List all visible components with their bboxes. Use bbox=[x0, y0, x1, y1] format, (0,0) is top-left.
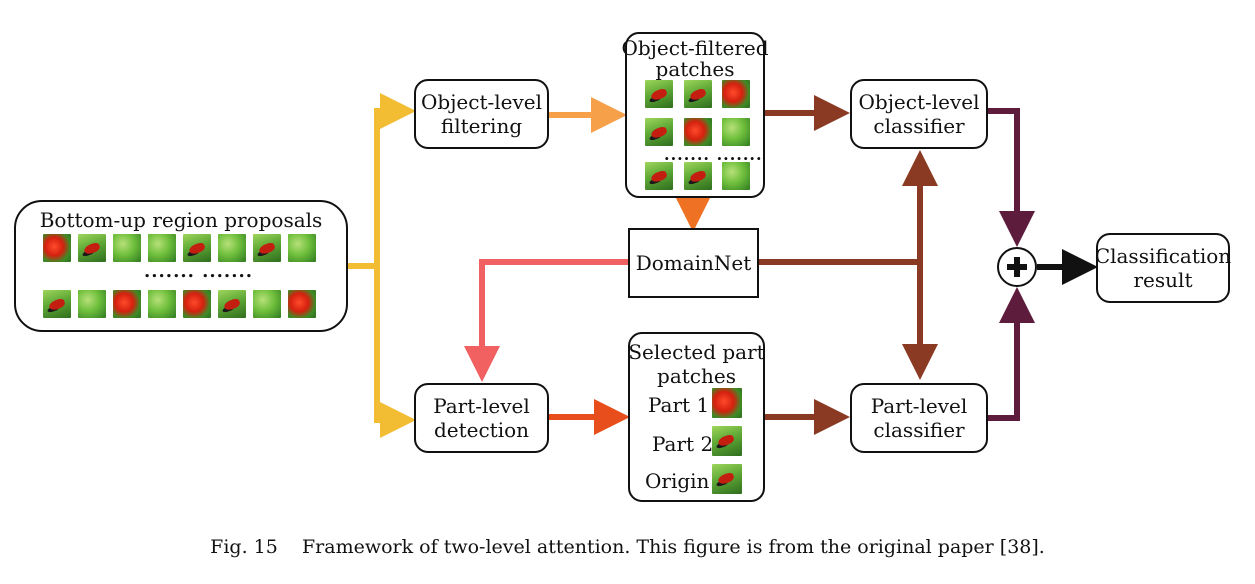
part-patches-label-1: Selected part bbox=[628, 340, 765, 364]
part-detection-box: Part-level detection bbox=[414, 383, 549, 453]
object-patches-label-1: Object-filtered bbox=[621, 36, 769, 60]
part-classifier-box: Part-level classifier bbox=[850, 383, 988, 453]
arrow-partcls-to-plus bbox=[988, 287, 1035, 421]
object-classifier-label-2: classifier bbox=[873, 114, 965, 138]
object-classifier-box: Object-level classifier bbox=[850, 79, 988, 149]
proposal-thumbnail bbox=[183, 234, 211, 262]
patch-thumbnail bbox=[722, 162, 750, 190]
patch-thumbnail bbox=[684, 80, 712, 108]
region-proposals-title: Bottom-up region proposals bbox=[39, 208, 323, 232]
part-row-1-label: Part 1 bbox=[648, 393, 710, 417]
proposal-thumbnail bbox=[148, 290, 176, 318]
patch-thumbnail bbox=[645, 80, 673, 108]
proposal-thumbnail bbox=[148, 234, 176, 262]
patch-thumbnail bbox=[722, 80, 750, 108]
origin-thumbnail bbox=[712, 464, 742, 494]
figure-caption: Fig. 15 Framework of two-level attention… bbox=[210, 536, 1045, 558]
proposal-thumbnail bbox=[218, 290, 246, 318]
proposal-thumbnail bbox=[218, 234, 246, 262]
part-classifier-label-2: classifier bbox=[873, 418, 965, 442]
part-patches-label-2: patches bbox=[657, 364, 736, 388]
proposal-thumbnail bbox=[78, 290, 106, 318]
proposal-thumbnail bbox=[253, 290, 281, 318]
patch-thumbnail bbox=[722, 118, 750, 146]
proposal-thumbnail bbox=[183, 290, 211, 318]
proposal-thumbnail bbox=[113, 234, 141, 262]
patch-thumbnail bbox=[645, 162, 673, 190]
classification-result-label-2: result bbox=[1133, 268, 1193, 292]
object-filtering-label-2: filtering bbox=[440, 114, 523, 138]
proposal-thumbnail bbox=[253, 234, 281, 262]
object-filtering-box: Object-level filtering bbox=[414, 79, 549, 149]
origin-row-label: Origin bbox=[645, 469, 710, 493]
proposal-thumbnail bbox=[43, 290, 71, 318]
domainnet-box: DomainNet bbox=[628, 228, 759, 298]
proposals-ellipsis: ....... ....... bbox=[144, 261, 253, 282]
arrow-objcls-to-plus bbox=[988, 108, 1035, 247]
part-row-2-label: Part 2 bbox=[652, 432, 714, 456]
part-2-thumbnail bbox=[712, 426, 742, 456]
proposal-thumbnail bbox=[288, 234, 316, 262]
plus-combine-icon bbox=[997, 247, 1037, 287]
proposal-thumbnail bbox=[43, 234, 71, 262]
object-patches-label-2: patches bbox=[655, 57, 735, 81]
object-filtering-label-1: Object-level bbox=[421, 90, 542, 114]
part-classifier-label-1: Part-level bbox=[870, 394, 968, 418]
patch-thumbnail bbox=[645, 118, 673, 146]
part-detection-label-2: detection bbox=[433, 418, 530, 442]
part-detection-label-1: Part-level bbox=[433, 394, 530, 418]
patch-thumbnail bbox=[684, 162, 712, 190]
part-1-thumbnail bbox=[712, 388, 742, 418]
proposal-thumbnail bbox=[113, 290, 141, 318]
patches-ellipsis: ....... ....... bbox=[664, 145, 763, 164]
proposal-thumbnail bbox=[78, 234, 106, 262]
classification-result-box: Classification result bbox=[1094, 233, 1232, 303]
patch-thumbnail bbox=[684, 118, 712, 146]
domainnet-label: DomainNet bbox=[635, 251, 752, 275]
part-patches-box: Selected part patches bbox=[628, 332, 765, 502]
classification-result-label-1: Classification bbox=[1094, 244, 1232, 268]
proposal-thumbnail bbox=[288, 290, 316, 318]
arrow-domainnet-to-partdet bbox=[464, 259, 628, 382]
object-classifier-label-1: Object-level bbox=[858, 90, 980, 114]
